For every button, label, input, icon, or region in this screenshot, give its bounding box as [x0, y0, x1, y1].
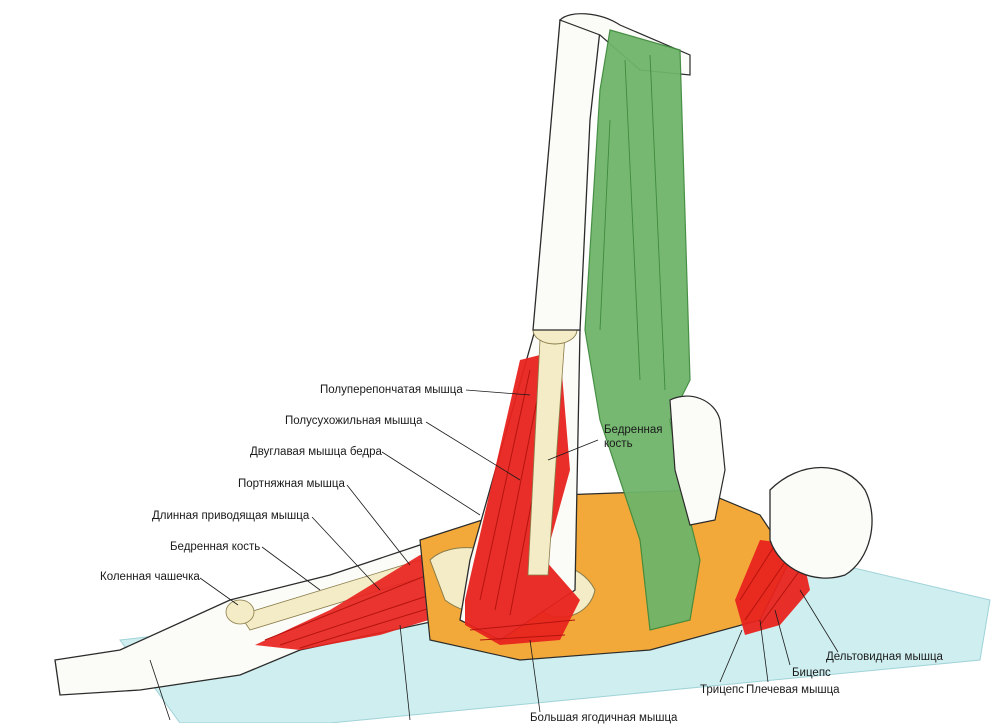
label-patella: Коленная чашечка [100, 571, 200, 583]
label-biceps-femoris: Двуглавая мышца бедра [250, 446, 382, 458]
label-femur-left: Бедренная кость [170, 541, 261, 553]
label-biceps: Бицепс [792, 667, 831, 679]
leader-lines [149, 389, 839, 721]
label-adductor-longus: Длинная приводящая мышца [152, 510, 310, 522]
raised-shin [532, 19, 601, 331]
resting-leg-muscles [255, 555, 455, 650]
label-femur-right-2: кость [604, 438, 633, 450]
stretch-band-folds [599, 54, 666, 391]
label-semimembranosus: Полуперепончатая мышца [320, 384, 463, 396]
label-semitendinosus: Полусухожильная мышца [285, 415, 423, 427]
shoulder-muscle-lines [739, 544, 801, 626]
label-triceps: Трицепс [700, 684, 745, 696]
label-gluteus-maximus: Большая ягодичная мышца [530, 712, 678, 724]
head [769, 466, 873, 579]
patella-shape [225, 599, 255, 625]
label-sartorius: Портняжная мышца [238, 478, 345, 490]
resting-leg-muscle-lines [264, 569, 446, 649]
label-brachialis: Плечевая мышца [746, 684, 840, 696]
stretch-band [584, 29, 701, 631]
label-deltoid: Дельтовидная мышца [826, 651, 943, 663]
label-femur-right-1: Бедренная [604, 424, 663, 436]
hands [669, 395, 726, 526]
